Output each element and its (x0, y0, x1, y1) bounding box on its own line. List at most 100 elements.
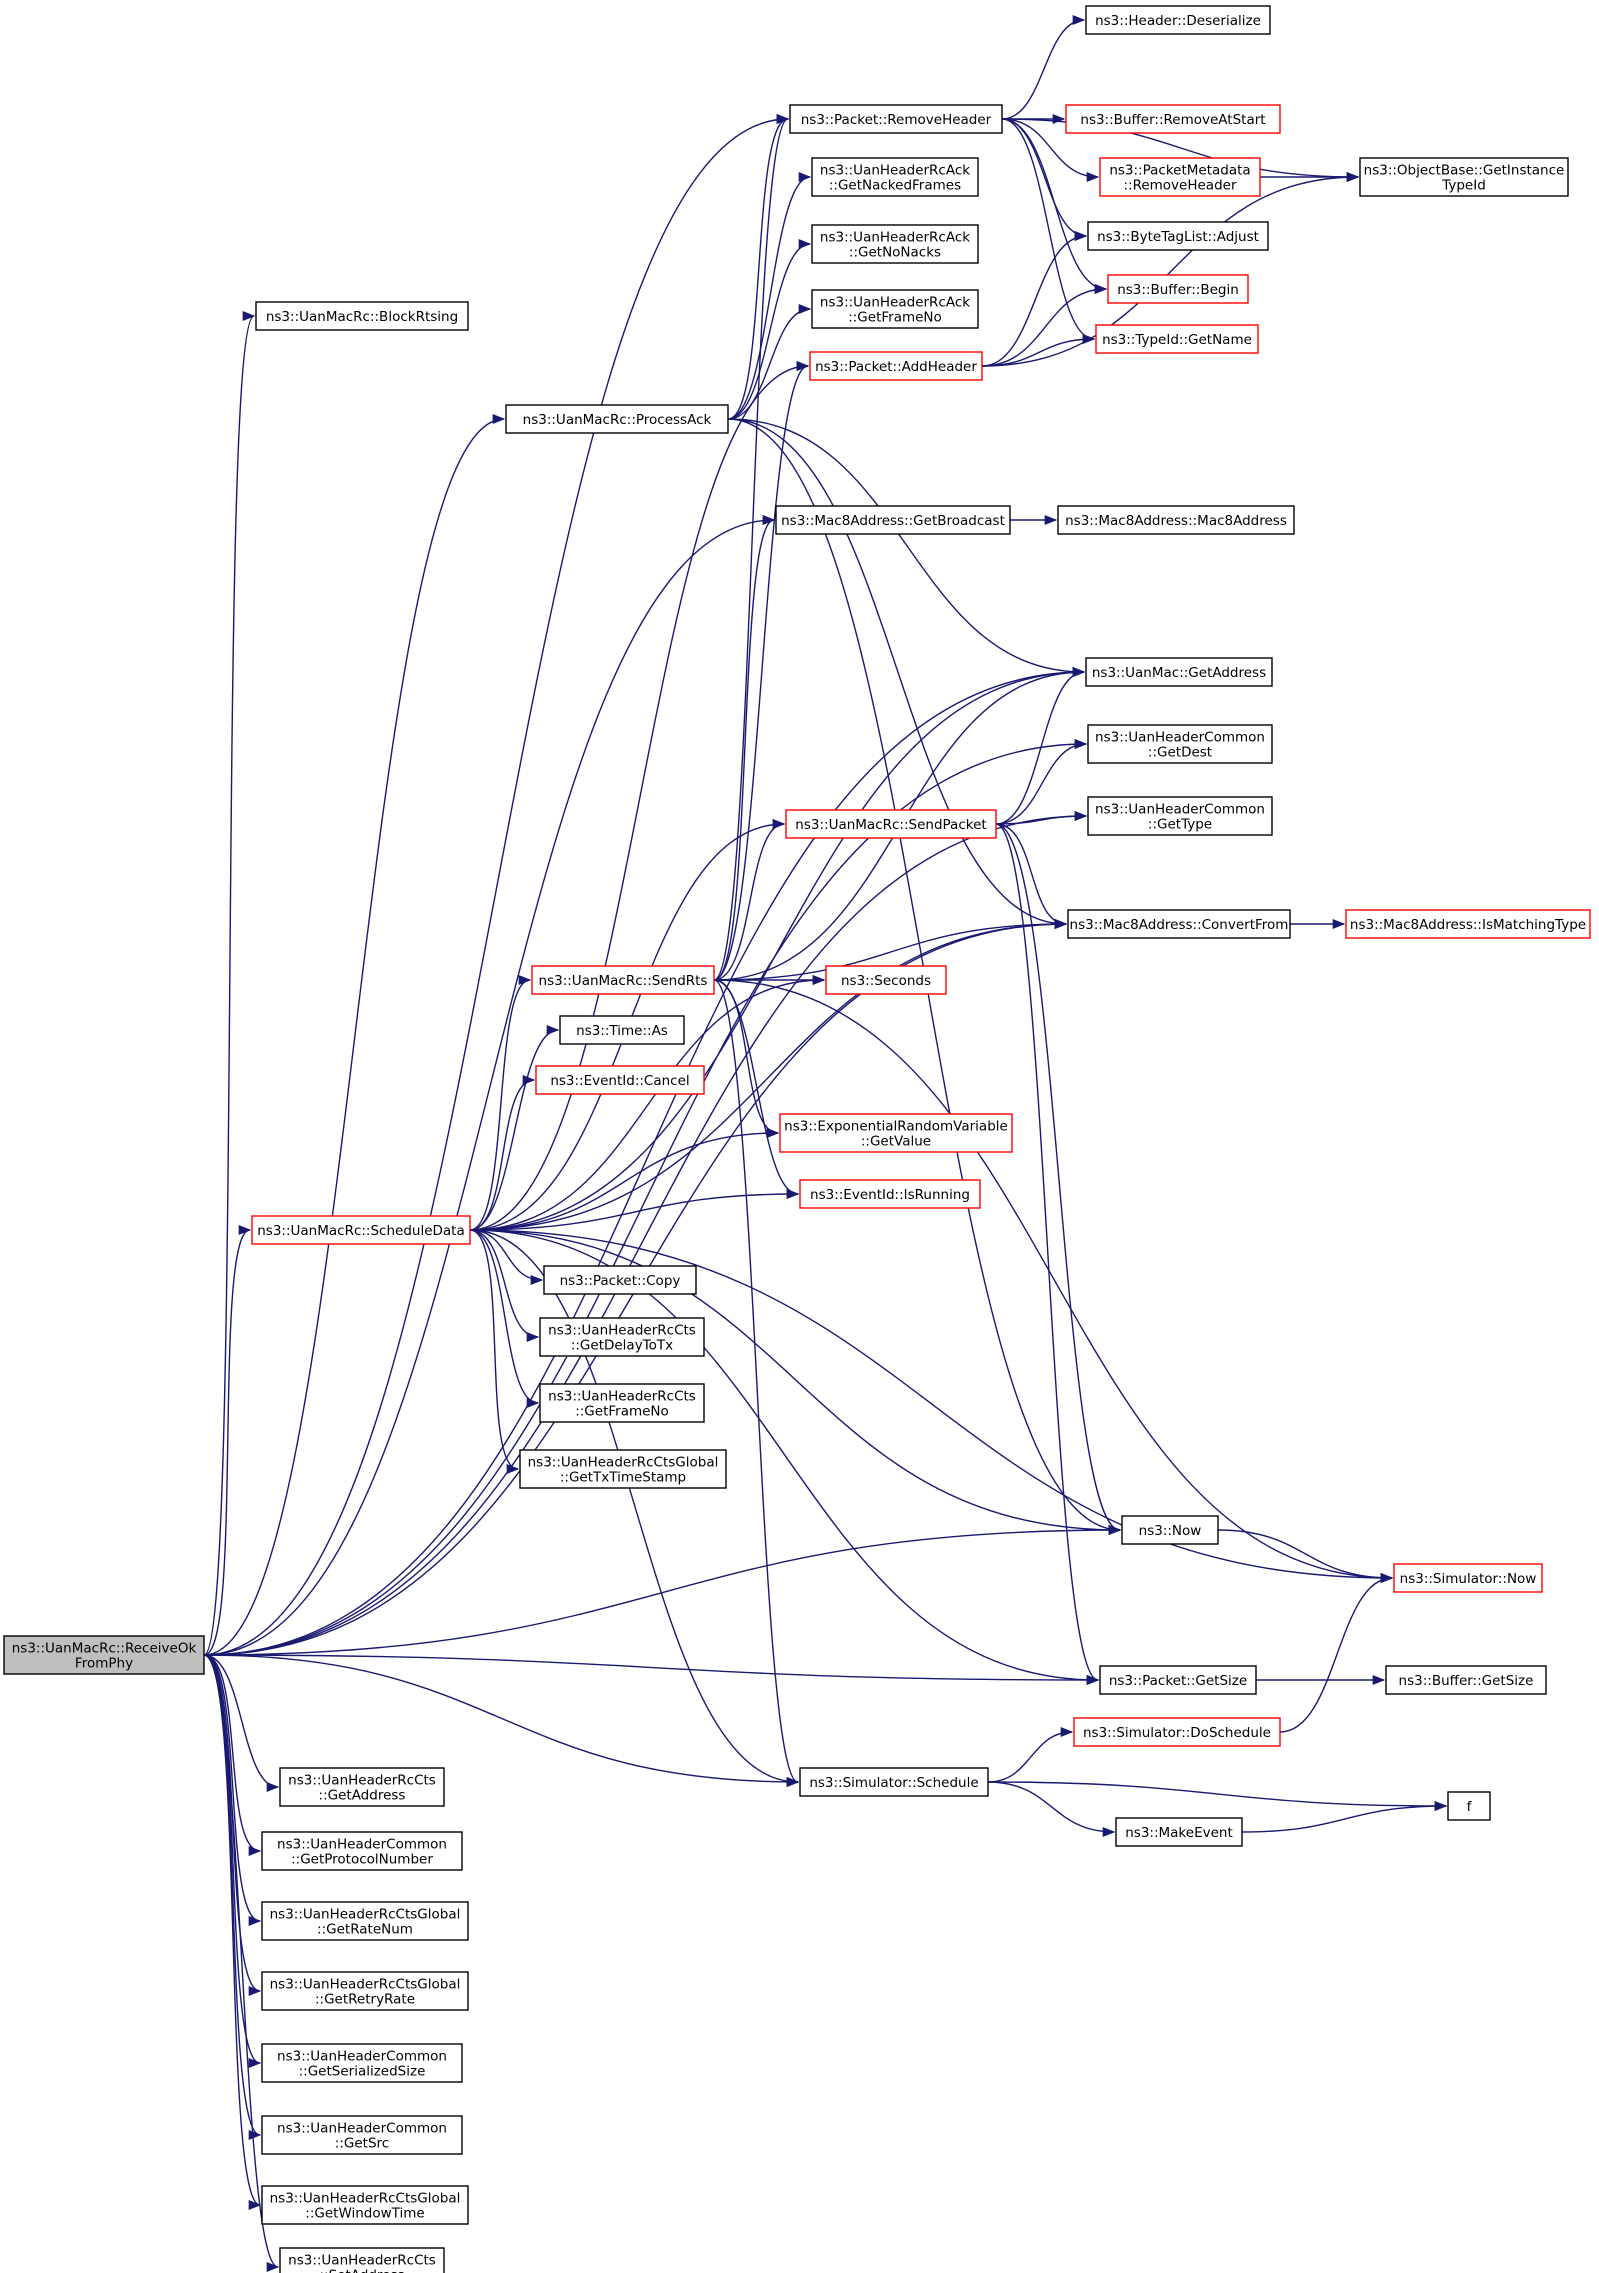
node-box (261, 2185, 469, 2225)
node-label: ns3::Buffer::Begin (1117, 282, 1239, 298)
node-expgetvalue[interactable]: ns3::ExponentialRandomVariable::GetValue (779, 1113, 1013, 1153)
node-commongetsrc[interactable]: ns3::UanHeaderCommon::GetSrc (261, 2115, 463, 2155)
node-box (1099, 157, 1261, 197)
node-seconds[interactable]: ns3::Seconds (825, 965, 947, 995)
edge-removeheader-to-bufferbegin (1001, 118, 1108, 295)
edge-processack-to-convertfrom (727, 418, 1068, 930)
node-label: ns3::Now (1139, 1523, 1202, 1539)
edge-scheduledata-to-now (469, 1229, 1122, 1536)
edge-root-to-scheduledata (203, 1225, 252, 1656)
node-schedule[interactable]: ns3::Simulator::Schedule (799, 1767, 989, 1797)
node-ctssetaddress[interactable]: ns3::UanHeaderRcCts::SetAddress (279, 2247, 445, 2273)
node-bytetagadjust[interactable]: ns3::ByteTagList::Adjust (1087, 221, 1269, 251)
edge-sendpacket-to-uanmacgetaddress (995, 667, 1086, 825)
node-ctsframeno[interactable]: ns3::UanHeaderRcCts::GetFrameNo (539, 1383, 705, 1423)
node-convertfrom[interactable]: ns3::Mac8Address::ConvertFrom (1067, 909, 1291, 939)
node-commongetdest[interactable]: ns3::UanHeaderCommon::GetDest (1087, 724, 1273, 764)
node-f[interactable]: f (1447, 1791, 1491, 1821)
edge-scheduledata-to-eventcancel (469, 1075, 536, 1231)
node-bufferbegin[interactable]: ns3::Buffer::Begin (1107, 274, 1249, 304)
node-label: ns3::Simulator::Schedule (809, 1775, 978, 1791)
edge-sendpacket-to-convertfrom (995, 823, 1068, 930)
node-ctsdelaytotx[interactable]: ns3::UanHeaderRcCts::GetDelayToTx (539, 1317, 705, 1357)
node-sendpacket[interactable]: ns3::UanMacRc::SendPacket (785, 809, 997, 839)
edge-scheduledata-to-uanmacgetaddress (469, 666, 1086, 1231)
edge-root-to-ctsgetaddress (203, 1654, 280, 1793)
node-eventisrunning[interactable]: ns3::EventId::IsRunning (799, 1179, 981, 1209)
node-addheader[interactable]: ns3::Packet::AddHeader (809, 351, 983, 381)
node-deserialize[interactable]: ns3::Header::Deserialize (1085, 5, 1271, 35)
edge-processack-to-removeheader (727, 114, 790, 420)
node-packetgetsize[interactable]: ns3::Packet::GetSize (1099, 1665, 1257, 1695)
edge-root-to-commongetdest (203, 738, 1088, 1656)
edge-addheader-to-bufferbegin (981, 283, 1108, 367)
node-typeidgetname[interactable]: ns3::TypeId::GetName (1095, 324, 1259, 354)
node-packetcopy[interactable]: ns3::Packet::Copy (543, 1265, 697, 1295)
node-acknacked[interactable]: ns3::UanHeaderRcAck::GetNackedFrames (811, 157, 979, 197)
node-box (261, 1901, 469, 1941)
node-globalwindowtime[interactable]: ns3::UanHeaderRcCtsGlobal::GetWindowTime (261, 2185, 469, 2225)
node-label: ns3::EventId::Cancel (550, 1073, 689, 1089)
node-removeatstart[interactable]: ns3::Buffer::RemoveAtStart (1065, 104, 1281, 134)
edge-root-to-getbroadcast (203, 515, 776, 1656)
node-label: ns3::Time::As (576, 1023, 668, 1039)
node-commonprotocol[interactable]: ns3::UanHeaderCommon::GetProtocolNumber (261, 1831, 463, 1871)
node-mac8ctor[interactable]: ns3::Mac8Address::Mac8Address (1057, 505, 1295, 535)
node-commongettype[interactable]: ns3::UanHeaderCommon::GetType (1087, 796, 1273, 836)
node-timeas[interactable]: ns3::Time::As (559, 1015, 685, 1045)
node-ctsglobaltxtime[interactable]: ns3::UanHeaderRcCtsGlobal::GetTxTimeStam… (519, 1449, 727, 1489)
edge-sendpacket-to-commongetdest (995, 738, 1088, 825)
node-box (775, 505, 1011, 535)
edge-root-to-uanmacgetaddress (203, 666, 1086, 1656)
node-processack[interactable]: ns3::UanMacRc::ProcessAck (505, 404, 729, 434)
edge-sendpacket-to-now (995, 823, 1122, 1535)
node-globalretryrate[interactable]: ns3::UanHeaderRcCtsGlobal::GetRetryRate (261, 1971, 469, 2011)
node-ctsgetaddress[interactable]: ns3::UanHeaderRcCts::GetAddress (279, 1767, 445, 1807)
node-sendrts[interactable]: ns3::UanMacRc::SendRts (531, 965, 715, 995)
edge-scheduledata-to-ctsframeno (469, 1229, 540, 1408)
node-simnow[interactable]: ns3::Simulator::Now (1393, 1563, 1543, 1593)
node-label: ns3::UanHeaderRcCtsGlobal (270, 2191, 461, 2207)
node-label: ::GetType (1148, 817, 1212, 833)
node-box (1115, 1817, 1243, 1847)
edge-layer (203, 14, 1448, 2272)
node-buffergetsize[interactable]: ns3::Buffer::GetSize (1385, 1665, 1547, 1695)
node-commonserialized[interactable]: ns3::UanHeaderCommon::GetSerializedSize (261, 2043, 463, 2083)
node-label: ::GetDelayToTx (571, 1338, 673, 1354)
edge-scheduledata-to-schedule (469, 1229, 800, 1788)
node-removeheader[interactable]: ns3::Packet::RemoveHeader (789, 104, 1003, 134)
node-label: ns3::Mac8Address::GetBroadcast (781, 513, 1005, 529)
node-ackframeno[interactable]: ns3::UanHeaderRcAck::GetFrameNo (811, 289, 979, 329)
node-box (779, 1113, 1013, 1153)
edge-root-to-now (203, 1524, 1122, 1656)
node-label: ns3::Packet::GetSize (1109, 1673, 1247, 1689)
node-box (799, 1179, 981, 1209)
node-box (811, 224, 979, 264)
node-label: ns3::ByteTagList::Adjust (1097, 229, 1259, 245)
node-label: ::GetRetryRate (315, 1992, 415, 2008)
edge-makeevent-to-f (1241, 1800, 1448, 1833)
node-doschedule[interactable]: ns3::Simulator::DoSchedule (1073, 1717, 1281, 1747)
node-globalratenum[interactable]: ns3::UanHeaderRcCtsGlobal::GetRateNum (261, 1901, 469, 1941)
node-getbroadcast[interactable]: ns3::Mac8Address::GetBroadcast (775, 505, 1011, 535)
node-pmremoveheader[interactable]: ns3::PacketMetadata::RemoveHeader (1099, 157, 1261, 197)
node-blockrtsing[interactable]: ns3::UanMacRc::BlockRtsing (255, 301, 469, 331)
node-label: ns3::UanHeaderRcCtsGlobal (270, 1977, 461, 1993)
node-scheduledata[interactable]: ns3::UanMacRc::ScheduleData (251, 1215, 471, 1245)
node-box (1065, 104, 1281, 134)
node-acknonacks[interactable]: ns3::UanHeaderRcAck::GetNoNacks (811, 224, 979, 264)
node-ismatchingtype[interactable]: ns3::Mac8Address::IsMatchingType (1345, 909, 1591, 939)
node-label: ::GetSrc (335, 2136, 389, 2152)
node-box (279, 2247, 445, 2273)
node-label: ns3::Buffer::RemoveAtStart (1080, 112, 1265, 128)
node-box (1073, 1717, 1281, 1747)
edge-processack-to-acknonacks (727, 239, 812, 420)
node-makeevent[interactable]: ns3::MakeEvent (1115, 1817, 1243, 1847)
node-now[interactable]: ns3::Now (1121, 1515, 1219, 1545)
node-uanmacgetaddress[interactable]: ns3::UanMac::GetAddress (1085, 657, 1273, 687)
node-eventcancel[interactable]: ns3::EventId::Cancel (535, 1065, 705, 1095)
